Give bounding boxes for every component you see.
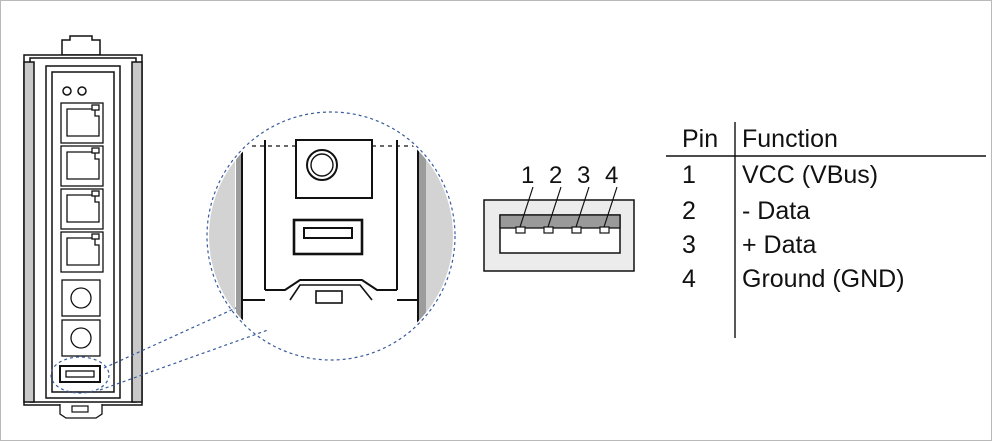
rj45-ports [60,102,104,273]
table-row-2-pin: 2 [682,197,696,225]
rj45-port [60,102,104,144]
rj45-port [60,188,104,230]
rj45-port [60,145,104,187]
pin-label-3: 3 [577,162,590,189]
magnified-view [209,139,453,358]
table-row-3-function: + Data [742,231,817,259]
zoom-callout [50,111,456,394]
table-row-1-function: VCC (VBus) [742,161,879,189]
table-row-4-function: Ground (GND) [742,265,905,293]
usb-connector-front [483,186,635,272]
round-connectors [61,279,101,357]
pin-label-4: 4 [605,162,618,189]
table-grid [666,122,986,338]
table-row-3-pin: 3 [682,231,696,259]
table-header-function: Function [742,125,838,153]
device-usb-port [59,365,101,383]
table-row-2-function: - Data [742,197,811,225]
rj45-port [60,231,104,273]
pin-label-1: 1 [521,162,534,189]
table-row-1-pin: 1 [682,161,696,189]
pin-label-2: 2 [549,162,562,189]
table-row-4-pin: 4 [682,265,696,293]
table-header-pin: Pin [682,125,719,153]
pin-number-labels: 1 2 3 4 [521,162,618,189]
